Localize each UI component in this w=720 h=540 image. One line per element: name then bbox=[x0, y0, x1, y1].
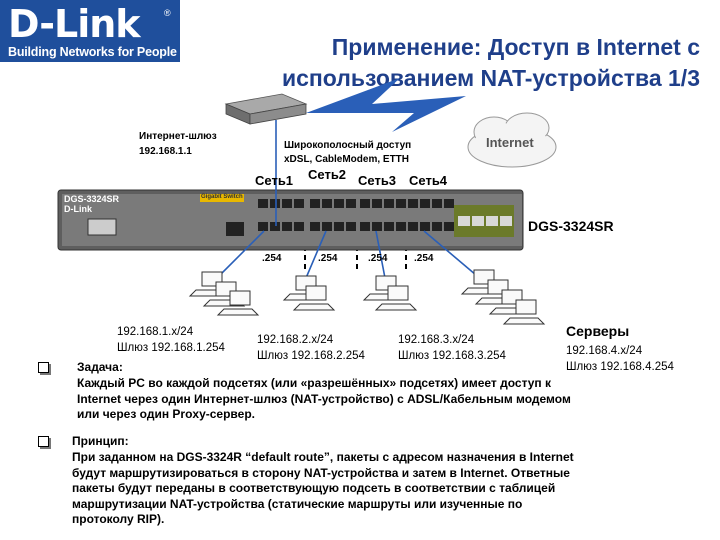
dgs-3324sr-switch bbox=[57, 189, 524, 251]
servers-info: 192.168.4.x/24 Шлюз 192.168.4.254 bbox=[566, 343, 674, 375]
subnet-3-gw: Шлюз 192.168.3.254 bbox=[398, 350, 506, 362]
subnet-1-net: 192.168.1.x/24 bbox=[117, 326, 194, 338]
broadband-types: xDSL, CableModem, ETTH bbox=[284, 154, 410, 165]
switch-face-model: DGS-3324SR bbox=[64, 194, 120, 204]
bullet-square-icon bbox=[38, 362, 49, 373]
internet-cloud-icon bbox=[467, 112, 557, 168]
cable-net3 bbox=[375, 230, 386, 279]
internet-gateway-device-icon bbox=[224, 93, 308, 125]
task-line: Internet через один Интернет-шлюз (NAT-у… bbox=[77, 391, 571, 406]
task-line: или через один Proxy-сервер. bbox=[77, 407, 255, 421]
logo-registered-mark: ® bbox=[164, 8, 171, 18]
bullet-square-icon bbox=[38, 436, 49, 447]
network-label-3: Сеть3 bbox=[358, 173, 397, 188]
port-ip-4: .254 bbox=[414, 253, 434, 264]
server-group-icon bbox=[460, 269, 546, 325]
port-ip-2: .254 bbox=[318, 253, 338, 264]
network-label-1: Сеть1 bbox=[255, 173, 294, 188]
port-ip-1: .254 bbox=[262, 253, 282, 264]
logo-word: D-Link bbox=[8, 2, 141, 46]
task-heading: Задача: bbox=[77, 360, 123, 374]
title-line-1: Применение: Доступ в Internet с bbox=[331, 34, 700, 60]
pc-group-net3-icon bbox=[362, 275, 418, 311]
subnet-3-net: 192.168.3.x/24 bbox=[398, 334, 475, 346]
principle-line: будут маршрутизироваться в сторону NAT-у… bbox=[72, 465, 570, 480]
subnet-1-info: 192.168.1.x/24 Шлюз 192.168.1.254 bbox=[117, 324, 225, 356]
servers-gw: Шлюз 192.168.4.254 bbox=[566, 361, 674, 373]
slide-title: Применение: Доступ в Internet с использо… bbox=[240, 32, 700, 94]
principle-line: маршрутизации NAT-устройства (статически… bbox=[72, 496, 523, 511]
gateway-ip: 192.168.1.1 bbox=[139, 146, 192, 157]
subnet-2-net: 192.168.2.x/24 bbox=[257, 334, 334, 346]
broadband-label: Широкополосный доступ bbox=[284, 140, 412, 151]
subnet-3-info: 192.168.3.x/24 Шлюз 192.168.3.254 bbox=[398, 332, 506, 364]
switch-model-label: DGS-3324SR bbox=[528, 218, 614, 234]
internet-label: Internet bbox=[486, 135, 534, 150]
network-label-2: Сеть2 bbox=[308, 167, 347, 182]
task-line: Каждый PC во каждой подсетях (или «разре… bbox=[77, 376, 552, 390]
logo-tagline: Building Networks for People bbox=[8, 45, 177, 59]
pc-group-net1-icon bbox=[188, 271, 260, 316]
principle-line: пакеты будут переданы в соответствующую … bbox=[72, 481, 556, 495]
cable-net4 bbox=[423, 230, 477, 276]
subnet-2-info: 192.168.2.x/24 Шлюз 192.168.2.254 bbox=[257, 332, 365, 364]
port-ip-3: .254 bbox=[368, 253, 388, 264]
subnet-1-gw: Шлюз 192.168.1.254 bbox=[117, 342, 225, 354]
principle-heading: Принцип: bbox=[72, 434, 129, 448]
principle-text: При заданном на DGS-3324R “default route… bbox=[72, 450, 574, 528]
network-label-4: Сеть4 bbox=[409, 173, 448, 188]
servers-title: Серверы bbox=[566, 323, 630, 339]
principle-line: При заданном на DGS-3324R “default route… bbox=[72, 450, 574, 464]
servers-net: 192.168.4.x/24 bbox=[566, 345, 643, 357]
switch-face-brand: D-Link bbox=[64, 204, 92, 214]
gateway-label: Интернет-шлюз bbox=[139, 131, 217, 142]
cable-net2 bbox=[305, 230, 327, 279]
task-text: Каждый PC во каждой подсетях (или «разре… bbox=[77, 376, 571, 423]
subnet-2-gw: Шлюз 192.168.2.254 bbox=[257, 350, 365, 362]
pc-group-net2-icon bbox=[282, 275, 336, 311]
principle-line: протоколу RIP). bbox=[72, 512, 165, 526]
title-line-2: использованием NAT-устройства 1/3 bbox=[281, 65, 700, 91]
cable-net1 bbox=[215, 230, 265, 280]
switch-face-label: Gigabit Switch bbox=[201, 194, 243, 200]
dlink-logo bbox=[0, 0, 180, 62]
wireless-link-bolt-icon bbox=[306, 78, 466, 132]
